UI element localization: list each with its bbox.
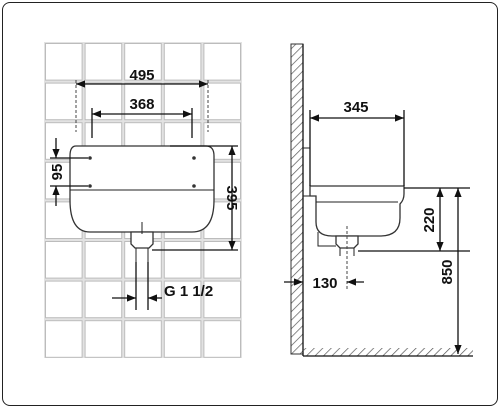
wall-tile [163,241,202,279]
front-screw-hole-top-left [88,156,92,160]
front-sink-body [69,145,215,233]
wall-tile [163,43,202,81]
wall-tile [203,43,241,81]
side-wall-hatched [290,43,304,355]
front-drain-trap [130,231,154,249]
front-screw-hole-top-right [192,156,196,160]
wall-tile [45,280,83,319]
wall-tile [84,43,123,81]
wall-tile [203,241,241,279]
front-thread-label: G 1 1/2 [164,283,213,300]
side-trap-pipe [317,232,336,247]
wall-tile [45,241,83,279]
wall-tile [124,43,162,81]
side-345-label: 345 [343,99,368,116]
front-395-label: 395 [223,185,240,210]
side-floor-hatched [303,348,473,356]
wall-tile [84,280,123,319]
side-850-label: 850 [439,259,456,284]
wall-tile [163,280,202,319]
wall-tile [45,320,83,358]
wall-tile [203,82,241,121]
front-368-label: 368 [129,96,154,113]
wall-tile [45,43,83,81]
side-220-label: 220 [421,207,438,232]
side-130-label: 130 [312,275,337,292]
wall-tile [45,82,83,121]
side-sink-body [309,185,405,237]
side-wall-bracket [303,147,311,197]
front-screw-hole-bottom-left [88,184,92,188]
wall-tile [163,320,202,358]
wall-tile [203,280,241,319]
wall-tile [124,320,162,358]
wall-tile [124,280,162,319]
front-95-label: 95 [49,164,66,181]
wall-tile [84,320,123,358]
front-view: 495 368 95 395 G 1 1/2 [44,42,242,358]
front-screw-hole-bottom-right [192,184,196,188]
wall-tile [203,320,241,358]
side-view: 345 220 850 130 [284,43,473,357]
front-495-label: 495 [129,67,154,84]
wall-tile [84,241,123,279]
